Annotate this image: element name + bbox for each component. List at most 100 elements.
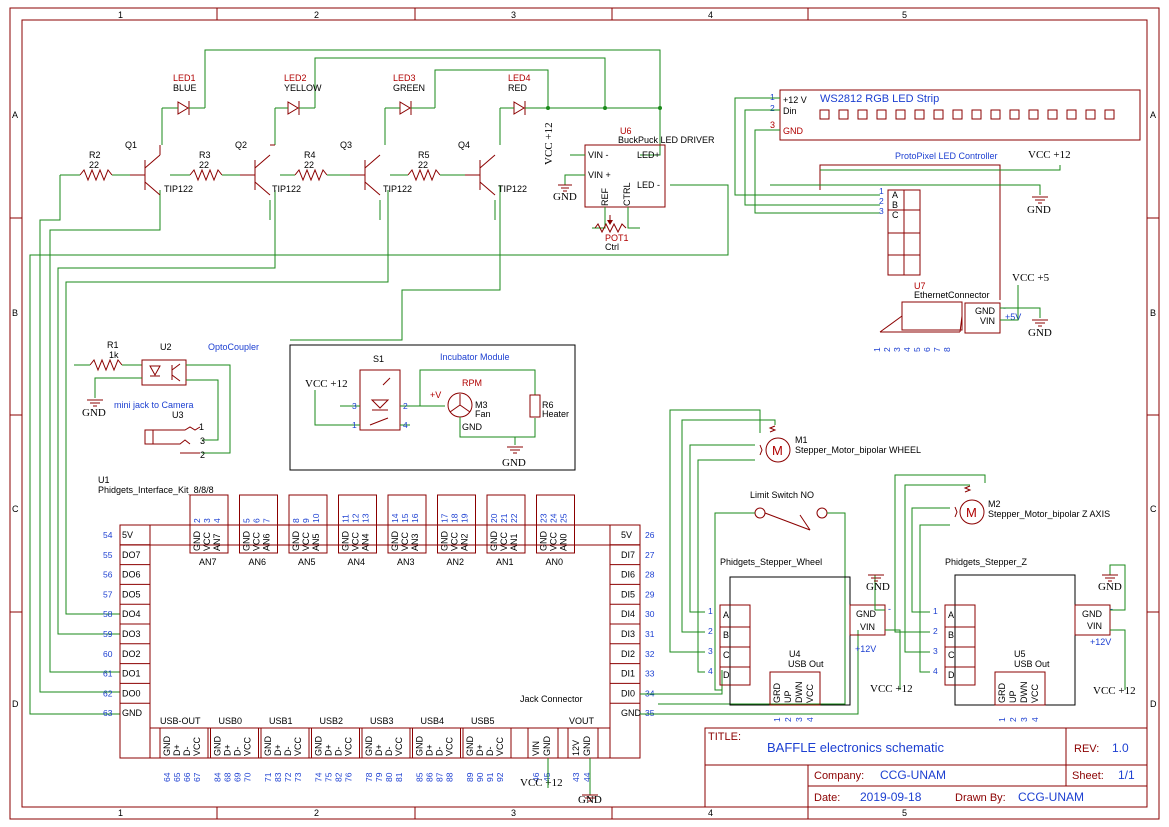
usb-pin-name: D- [435, 747, 445, 757]
led-4: LED4 RED [500, 73, 548, 115]
ik-left-pin-num: 56 [103, 570, 113, 580]
ik-left-pin-num: 57 [103, 589, 113, 599]
stepper-pin-num: 2 [708, 626, 713, 636]
stepper-pin-name: B [948, 630, 954, 640]
usb-pin-name: VCC [445, 736, 455, 756]
usb-pin-num: 89 [465, 772, 475, 782]
row-label-d-right: D [1150, 699, 1157, 709]
r6-name: Heater [542, 409, 569, 419]
col-label-1-bottom: 1 [118, 808, 123, 818]
strip-pin3-name: GND [783, 126, 804, 136]
analog-pin-name: GND [242, 531, 252, 552]
usb-connector [412, 727, 461, 759]
stepper-usb-name: UP [783, 690, 793, 703]
ik-right-pin-name: 5V [621, 530, 632, 540]
analog-pin-name: GND [291, 531, 301, 552]
ws2812-led-strip: WS2812 RGB LED Strip 1 +12 V 2 Din 3 GND [734, 89, 1141, 214]
incubator-title: Incubator Module [440, 352, 510, 362]
usb-connector [260, 727, 310, 759]
u7-pin8: 8 [942, 347, 952, 352]
stepper-usb-num: 4 [1030, 717, 1040, 722]
u3-pin1: 1 [199, 422, 204, 432]
stepper-pin-name: D [723, 670, 730, 680]
ik-right-pin-name: DI0 [621, 688, 635, 698]
stepper-usb-num: 1 [772, 717, 782, 722]
row-label-b: B [12, 308, 18, 318]
date-label: Date: [814, 792, 840, 804]
z-vcc12: VCC +12 [1093, 685, 1136, 697]
resistor-r2: R2 22 [79, 150, 113, 182]
analog-pin-name: AN1 [509, 533, 519, 551]
s1-pin2: 2 [403, 401, 408, 411]
stepper-pin-name: C [948, 650, 955, 660]
u7-pin3: 3 [892, 347, 902, 352]
led-4-value: RED [508, 83, 528, 93]
r2-ref: R2 [89, 150, 101, 160]
r2-value: 22 [89, 160, 99, 170]
u7-gnd-pin: GND [975, 306, 996, 316]
protopixel-pin1-num: 1 [879, 186, 884, 196]
led-2-value: YELLOW [284, 83, 322, 93]
analog-pin-name: VCC [400, 531, 410, 551]
usb-pin-name: GND [314, 736, 324, 757]
analog-pin-name: VCC [202, 531, 212, 551]
ik-right-pin-name: DI4 [621, 609, 635, 619]
u6-ref-pin: REF [600, 187, 610, 206]
z-gnd: GND [1098, 581, 1122, 593]
usb-pin-name: GND [213, 736, 223, 757]
u7-name: EthernetConnector [914, 290, 990, 300]
col-label-3: 3 [511, 10, 516, 20]
q4-value: TIP122 [498, 184, 527, 194]
strip-pin2-name: Din [783, 106, 797, 116]
ground-symbol-z [1102, 574, 1118, 582]
wheel-vcc12: VCC +12 [870, 683, 913, 695]
power-connector [527, 727, 559, 759]
ik-right-pin-name: DI1 [621, 669, 635, 679]
s1-ref: S1 [373, 354, 384, 364]
u3-ref: U3 [172, 410, 184, 420]
analog-pin-num: 18 [450, 513, 460, 523]
stepper-usb-num: 2 [1008, 717, 1018, 722]
usb-pin-name: D+ [273, 744, 283, 756]
analog-pin-num: 6 [252, 518, 262, 523]
analog-pin-name: AN3 [410, 533, 420, 551]
u4-ref: U4 [789, 649, 801, 659]
analog-label: AN5 [298, 557, 316, 567]
row-label-c-right: C [1150, 504, 1157, 514]
u7-pin4: 4 [902, 347, 912, 352]
col-label-1: 1 [118, 10, 123, 20]
buckpuck-driver-u6: U6 BuckPuck LED DRIVER VIN - VIN + LED+ … [543, 122, 715, 252]
stepper-pin-num: 3 [708, 646, 713, 656]
ik-left-pin-num: 63 [103, 708, 113, 718]
title-label: TITLE: [708, 731, 741, 743]
power-pin-num: 46 [531, 772, 541, 782]
u7-ref: U7 [914, 281, 926, 291]
analog-pin-num: 8 [291, 518, 301, 523]
stepper-pin-num: 4 [708, 666, 713, 676]
stepper-pin-num: 1 [933, 606, 938, 616]
ground-symbol-opto [87, 399, 103, 407]
u7-vcc5: VCC +5 [1012, 272, 1050, 284]
u7-gnd: GND [1028, 327, 1052, 339]
protopixel-pin-a: A [892, 190, 898, 200]
led-3: LED3 GREEN [385, 73, 435, 115]
ik-left-pin-num: 54 [103, 530, 113, 540]
m2-name: Stepper_Motor_bipolar Z AXIS [988, 509, 1110, 519]
ik-left-pin-name: DO1 [122, 669, 141, 679]
ik-right-pin-num: 26 [645, 530, 655, 540]
u6-ref: U6 [620, 126, 632, 136]
stepper-pin-num: 3 [933, 646, 938, 656]
u6-ctrl-pin: CTRL [622, 182, 632, 206]
stepper-z-gnd: GND [1082, 609, 1103, 619]
drawn-by-value: CCG-UNAM [1018, 790, 1084, 804]
u7-pin2: 2 [882, 347, 892, 352]
stepper-usb-name: VCC [1030, 683, 1040, 703]
protopixel-vcc12: VCC +12 [1028, 149, 1071, 161]
strip-pixels [819, 109, 1115, 120]
row-label-a-right: A [1150, 110, 1156, 120]
incubator-gnd: GND [502, 457, 526, 469]
analog-label: AN6 [249, 557, 267, 567]
usb-pin-num: 68 [223, 772, 233, 782]
